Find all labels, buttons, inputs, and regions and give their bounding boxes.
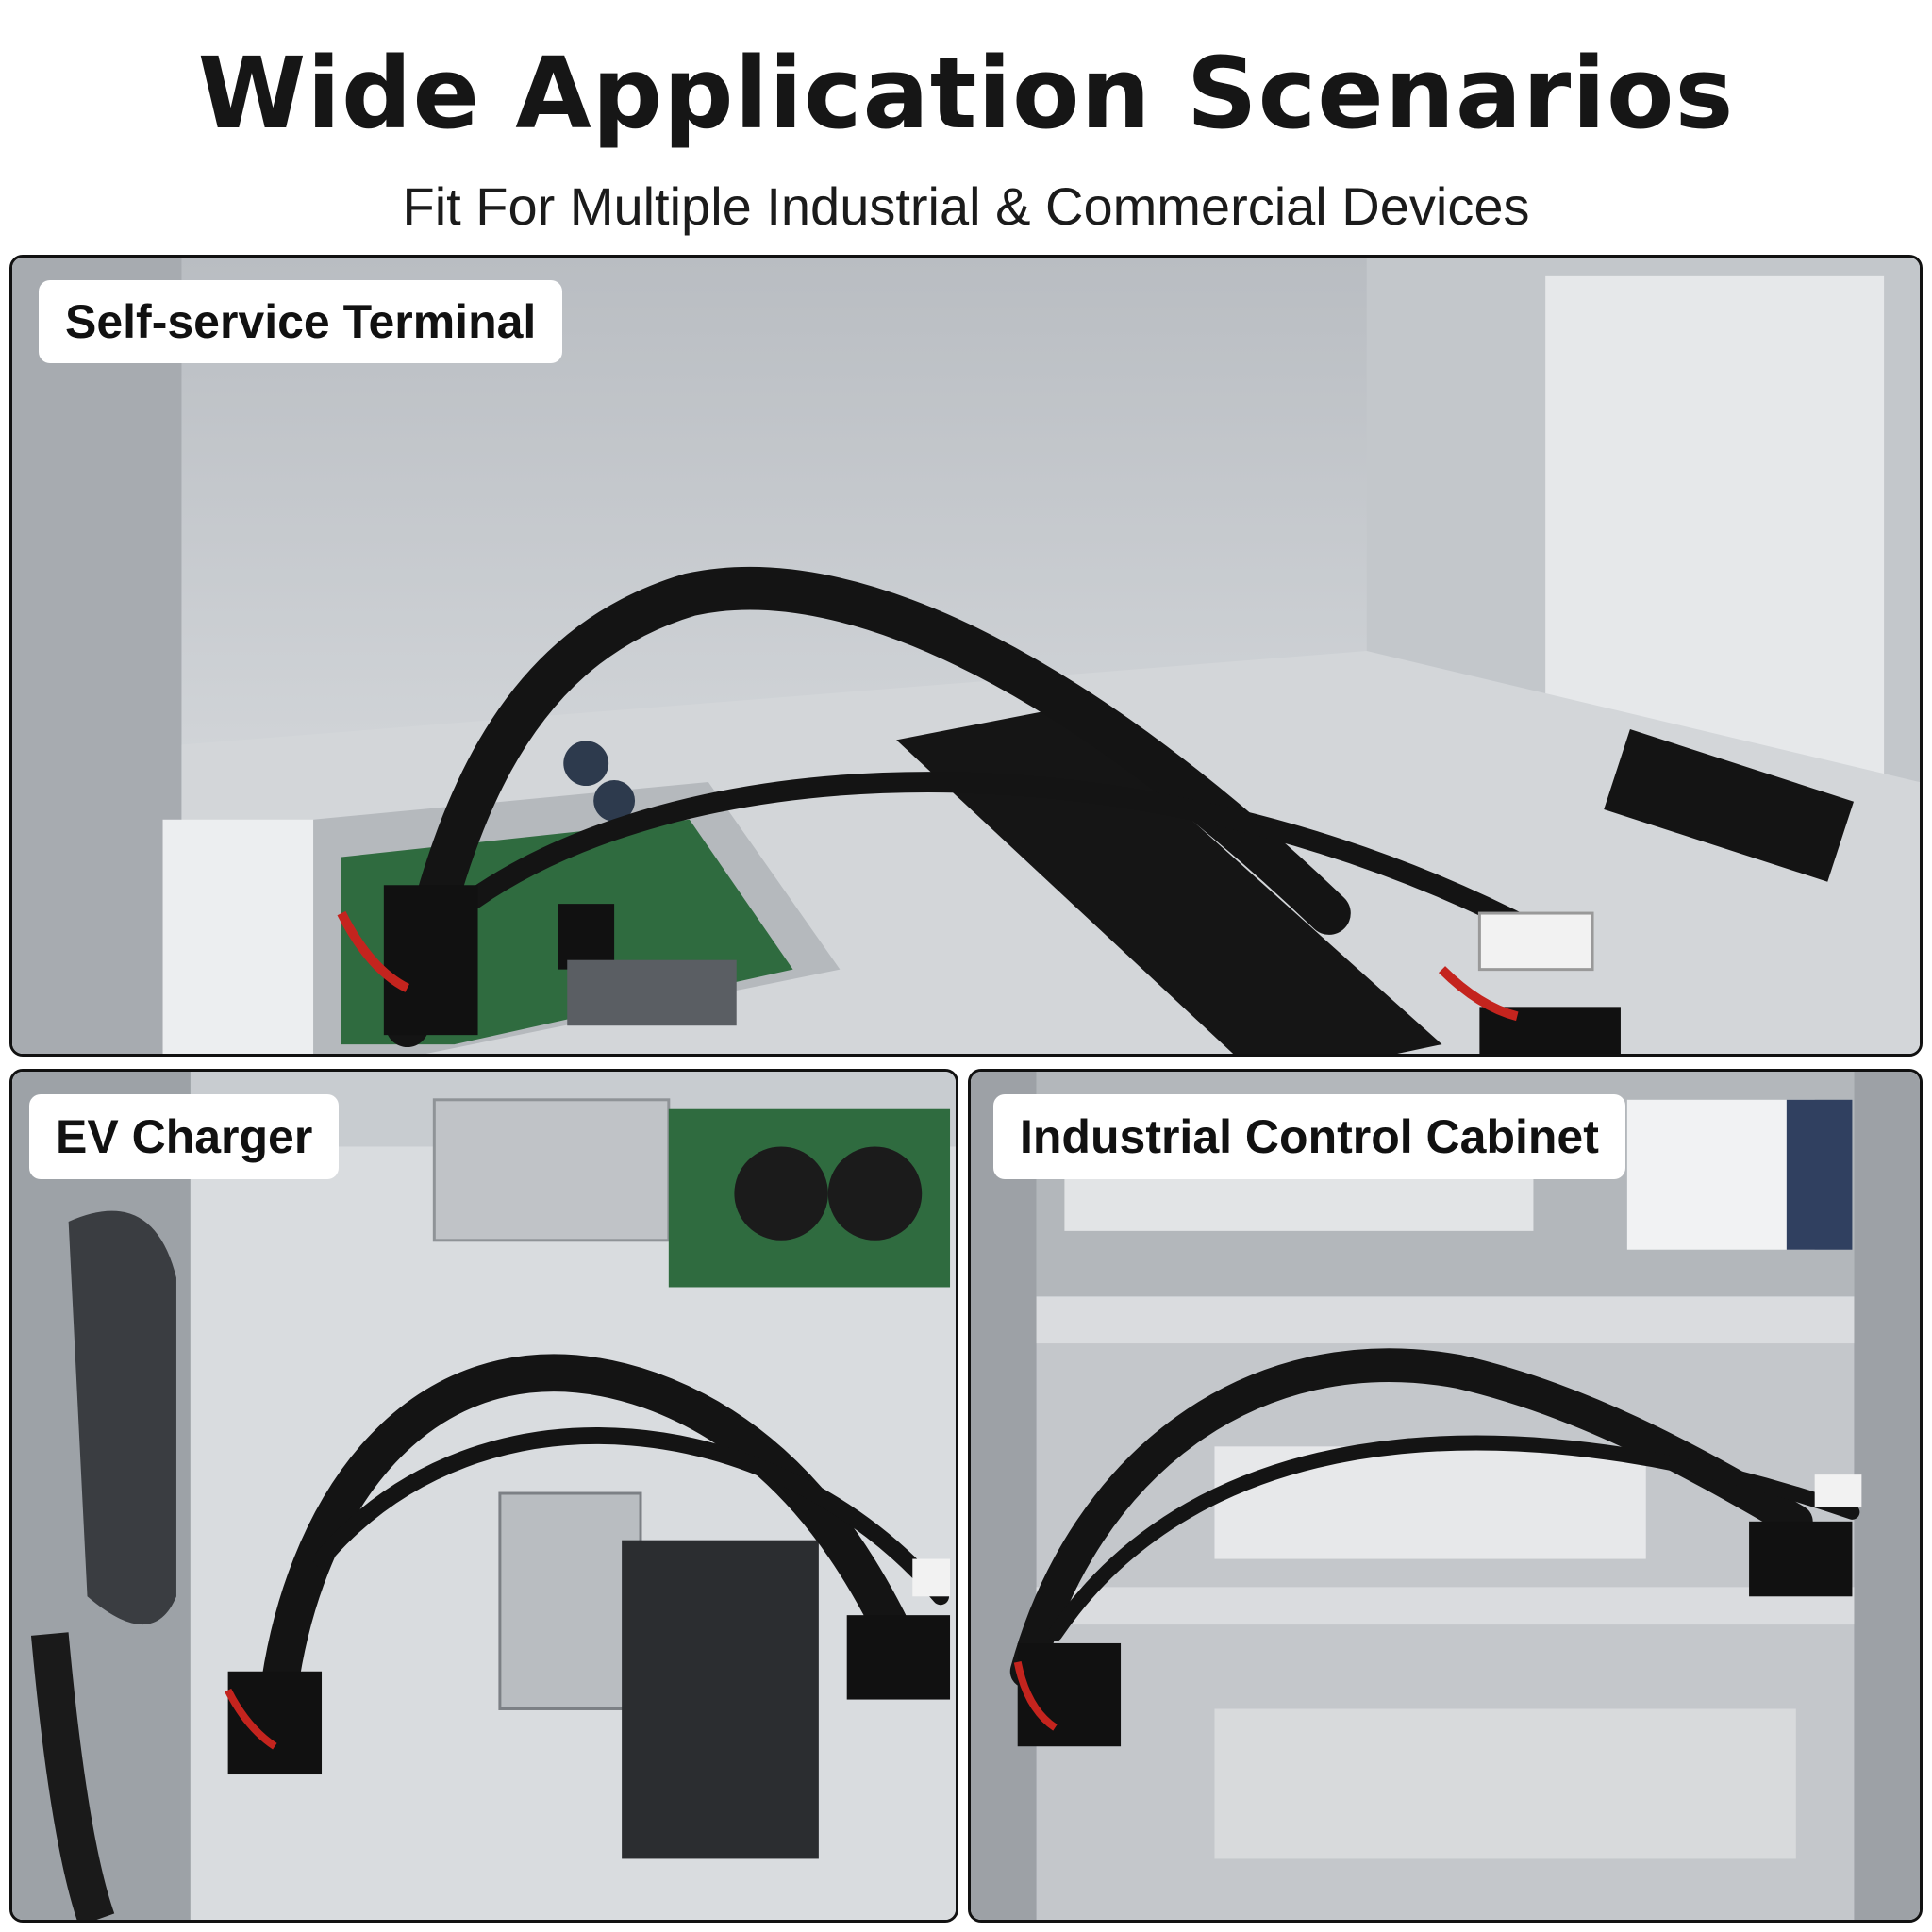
ev-charger-photo <box>12 1072 956 1920</box>
industrial-control-cabinet-photo <box>971 1072 1920 1920</box>
label-industrial-control-cabinet: Industrial Control Cabinet <box>993 1094 1625 1179</box>
self-service-terminal-photo <box>12 258 1920 1054</box>
panel-industrial-control-cabinet: Industrial Control Cabinet <box>968 1069 1923 1923</box>
label-ev-charger: EV Charger <box>29 1094 340 1179</box>
panel-ev-charger: EV Charger <box>9 1069 958 1923</box>
page-subtitle: Fit For Multiple Industrial & Commercial… <box>402 176 1530 236</box>
panel-self-service-terminal: Self-service Terminal <box>9 255 1923 1057</box>
label-self-service-terminal: Self-service Terminal <box>39 280 563 363</box>
page-title: Wide Application Scenarios <box>197 36 1735 151</box>
